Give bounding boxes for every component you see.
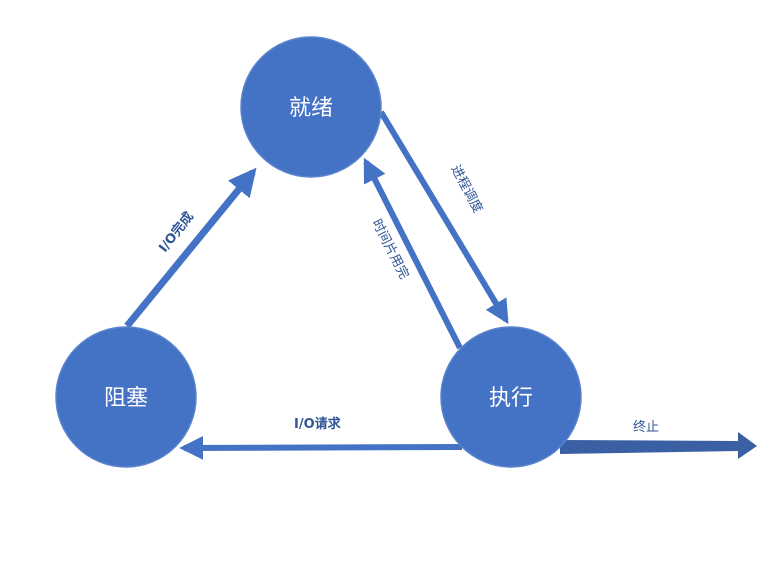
node-ready-label: 就绪: [289, 96, 333, 121]
arrow-io-request: [179, 435, 463, 460]
node-blocked: 阻塞: [55, 326, 197, 468]
arrow-io-complete: [124, 167, 257, 329]
node-running-label: 执行: [489, 386, 533, 411]
edge-label-io-request: I/O请求: [294, 416, 342, 432]
edge-label-dispatch: 进程调度: [447, 162, 486, 215]
node-running: 执行: [440, 326, 582, 468]
node-ready: 就绪: [240, 36, 382, 178]
node-blocked-label: 阻塞: [104, 386, 148, 411]
edge-label-terminate: 终止: [633, 419, 659, 435]
arrow-terminate: [560, 432, 757, 459]
arrow-timeout: [363, 157, 463, 350]
edge-label-timeout: 时间片用完: [368, 217, 411, 282]
arrow-dispatch: [378, 110, 509, 325]
